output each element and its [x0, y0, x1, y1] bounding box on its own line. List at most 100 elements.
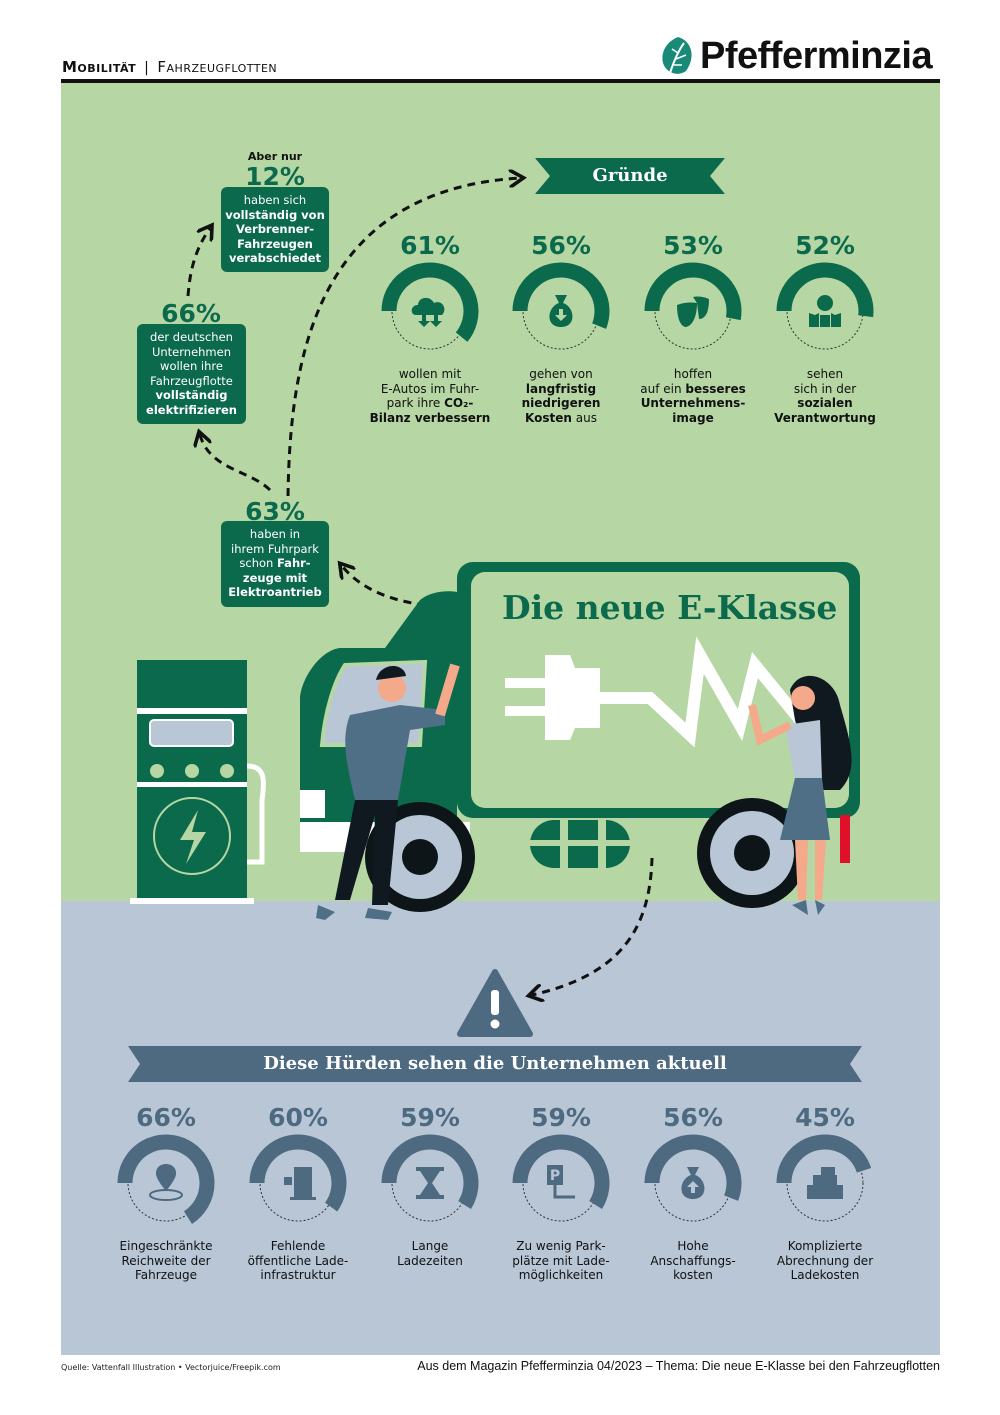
- label-text: Ladezeiten: [397, 1253, 463, 1268]
- gauge-chart: [776, 1134, 872, 1222]
- stat-text: elektrifizieren: [146, 402, 237, 417]
- magazine-credit: Aus dem Magazin Pfefferminzia 04/2023 – …: [417, 1359, 940, 1373]
- source-note: Quelle: Vattenfall Illustration • Vector…: [61, 1363, 281, 1372]
- subsection-label: Fahrzeugflotten: [157, 58, 278, 76]
- label-text: Fehlende: [270, 1239, 326, 1253]
- gauge-track: [786, 1144, 864, 1222]
- gauge-chart: P: [512, 1134, 610, 1222]
- gauge-chart: [381, 262, 479, 350]
- gauge-chart: [776, 262, 874, 350]
- label-text: wollen mit: [398, 367, 462, 381]
- stat-66-box: der deutschen Unternehmen wollen ihre Fa…: [137, 324, 246, 424]
- stat-12-box: haben sich vollständig von Verbrenner- F…: [221, 187, 329, 272]
- theater-masks-icon: [677, 296, 709, 327]
- cash-register-icon: [807, 1167, 843, 1199]
- label-text: gehen von: [529, 367, 593, 381]
- label-text: Komplizierte: [787, 1239, 863, 1253]
- label-text: öffentliche Lade-: [247, 1253, 349, 1268]
- section-header: Mobilität|Fahrzeugflotten: [62, 58, 278, 76]
- arrow-63-to-66: [200, 435, 272, 492]
- gauge-percent: 45%: [795, 1103, 855, 1132]
- header-rule: [61, 79, 940, 83]
- money-bag-up-icon: [681, 1167, 705, 1199]
- gauge-percent: 53%: [663, 231, 723, 260]
- arrow-66-to-12: [186, 228, 210, 297]
- label-text: infrastruktur: [260, 1268, 336, 1282]
- stat-text: Unternehmen: [151, 344, 232, 359]
- charging-station: [130, 660, 266, 904]
- gauge-percent: 60%: [268, 1103, 328, 1132]
- gauge-percent: 56%: [663, 1103, 723, 1132]
- gauge-chart: [644, 1134, 742, 1222]
- gauge-percent: 59%: [400, 1103, 460, 1132]
- stat-text: Fahrzeugen: [237, 236, 313, 251]
- label-text: Kosten: [525, 410, 572, 425]
- svg-text:P: P: [550, 1168, 560, 1184]
- gauge-arc: [644, 262, 742, 321]
- stat-text: Verbrenner-: [235, 222, 315, 236]
- dashed-arrows: [186, 178, 654, 995]
- label-text: Reichweite der: [121, 1253, 211, 1268]
- label-text: Hohe: [677, 1239, 709, 1253]
- label-text: sehen: [806, 367, 844, 381]
- label-text: Fahrzeuge: [135, 1268, 197, 1282]
- gauge-arc: [381, 262, 479, 342]
- stat-text: wollen ihre: [160, 359, 223, 373]
- stat-text: Fahr-: [277, 556, 311, 570]
- label-text: langfristig: [525, 381, 597, 396]
- stat-text: der deutschen: [150, 330, 233, 344]
- label-text: hoffen: [673, 367, 713, 381]
- label-text: park ihre: [386, 396, 445, 410]
- co2-cloud-icon: [411, 297, 445, 327]
- mint-leaf-icon: [662, 37, 692, 74]
- gauge-arc: [117, 1134, 215, 1224]
- gauge-percent: 61%: [400, 231, 460, 260]
- logo: Pfefferminzia: [660, 34, 933, 78]
- label-text: sich in der: [793, 381, 857, 396]
- label-text: CO₂-: [444, 396, 474, 410]
- label-text: E-Autos im Fuhr-: [380, 381, 480, 396]
- stat-text: schon: [239, 556, 277, 570]
- truck-headline: Die neue E-Klasse: [502, 588, 838, 627]
- arrow-to-warning: [532, 857, 654, 995]
- stat-text: verabschiedet: [228, 251, 322, 265]
- label-text: Abrechnung der: [776, 1253, 874, 1268]
- stat-text: haben sich: [243, 193, 307, 207]
- label-text: besseres: [685, 381, 746, 396]
- gauge-arc: [776, 262, 874, 318]
- gauge-chart: [644, 262, 742, 350]
- label-text: auf ein: [640, 381, 686, 396]
- gauge-chart: [512, 262, 610, 350]
- parking-charger-icon: P: [547, 1165, 575, 1199]
- money-bag-down-icon: [549, 295, 573, 327]
- stat-text: zeuge mit: [242, 570, 308, 585]
- globe-people-icon: [809, 295, 841, 327]
- gauge-label: Zu wenig Park-plätze mit Lade-möglichkei…: [495, 1239, 627, 1283]
- label-text: kosten: [673, 1268, 713, 1282]
- gauge-percent: 52%: [795, 231, 855, 260]
- label-text: Lange: [411, 1239, 449, 1253]
- gauge-chart: [117, 1134, 215, 1224]
- label-text: möglichkeiten: [518, 1268, 604, 1282]
- arrow-63-to-gruende: [286, 178, 520, 497]
- label-text: Eingeschränkte: [119, 1239, 213, 1253]
- gauge-arc: [644, 1134, 742, 1201]
- gauge-arc: [512, 262, 610, 329]
- gauge-percent: 56%: [531, 231, 591, 260]
- label-text: sozialen: [797, 396, 853, 410]
- man-figure: [316, 663, 460, 920]
